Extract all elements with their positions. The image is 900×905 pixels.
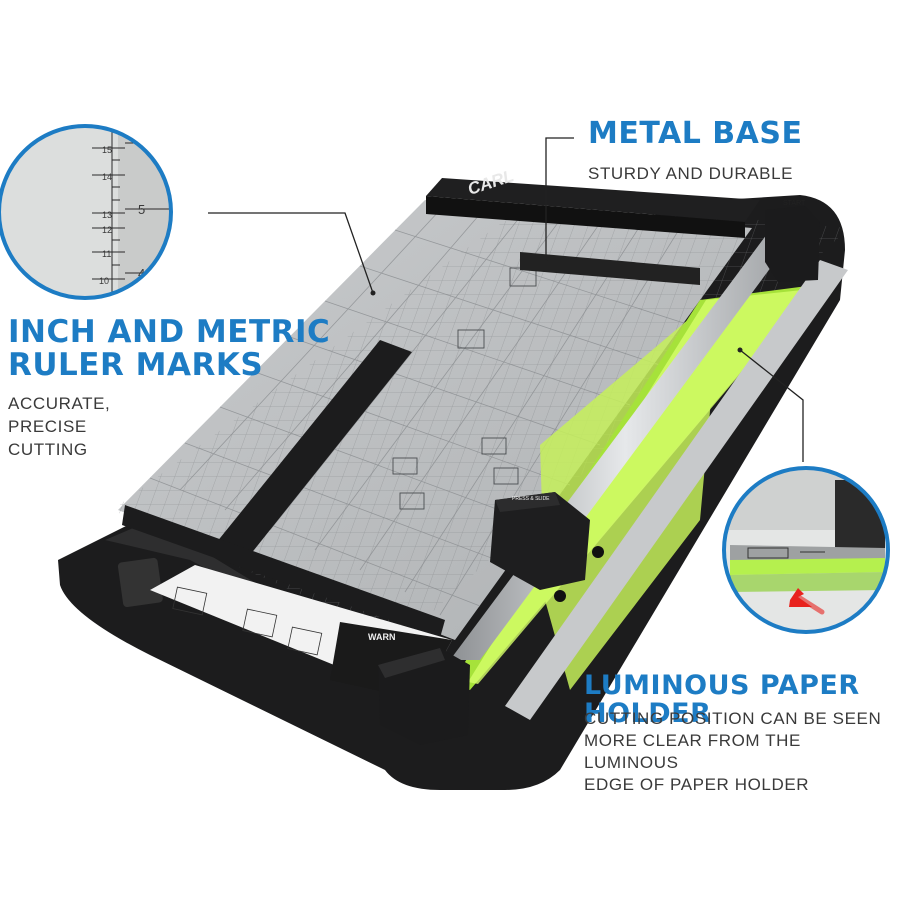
paper-holder-zoom-inset — [722, 466, 890, 634]
paper-holder-leader-line — [739, 349, 804, 462]
paper-holder-leader-dot — [737, 347, 743, 353]
ruler-marks-leader-dot — [370, 290, 376, 296]
top-clamp-bar: CARL — [426, 166, 760, 285]
callout-leader-lines — [208, 137, 804, 462]
metal-base-heading: METAL BASE — [588, 116, 803, 151]
ruler-marks-description: ACCURATE, PRECISE CUTTING — [8, 394, 111, 459]
cutter-head[interactable]: PRESS & SLIDE — [490, 492, 604, 602]
ruler-marks-heading: INCH AND METRIC RULER MARKS — [8, 314, 331, 383]
ruler-zoom-inset: 15 14 13 12 11 10 6 5 4 — [0, 124, 173, 300]
press-slide-label: PRESS & SLIDE — [512, 496, 550, 502]
ruler-cm-11: 11 — [102, 249, 111, 259]
side-guide-arm — [122, 340, 445, 638]
paper-holder-heading: LUMINOUS PAPER HOLDER — [584, 670, 860, 730]
ruler-cm-14: 14 — [102, 172, 112, 182]
metal-cutting-board — [112, 200, 850, 640]
metal-base-leader-dot — [543, 259, 549, 265]
paper-holder-description: CUTTING POSITION CAN BE SEEN MORE CLEAR … — [584, 709, 882, 794]
start-block: START — [765, 200, 820, 282]
ruler-inch-5: 5 — [138, 202, 145, 217]
metal-base-description: STURDY AND DURABLE — [588, 164, 794, 183]
end-block — [378, 648, 470, 745]
ruler-cm-15: 15 — [102, 145, 112, 155]
ruler-marks-leader-line — [208, 212, 374, 294]
ruler-cm-13: 13 — [102, 210, 112, 220]
ruler-cm-10: 10 — [99, 276, 109, 286]
warning-label: WARN — [368, 632, 396, 642]
metal-base-leader-line — [545, 137, 574, 262]
ruler-inch-4: 4 — [138, 266, 145, 281]
ruler-cm-12: 12 — [102, 225, 112, 235]
start-label: START — [783, 200, 806, 207]
